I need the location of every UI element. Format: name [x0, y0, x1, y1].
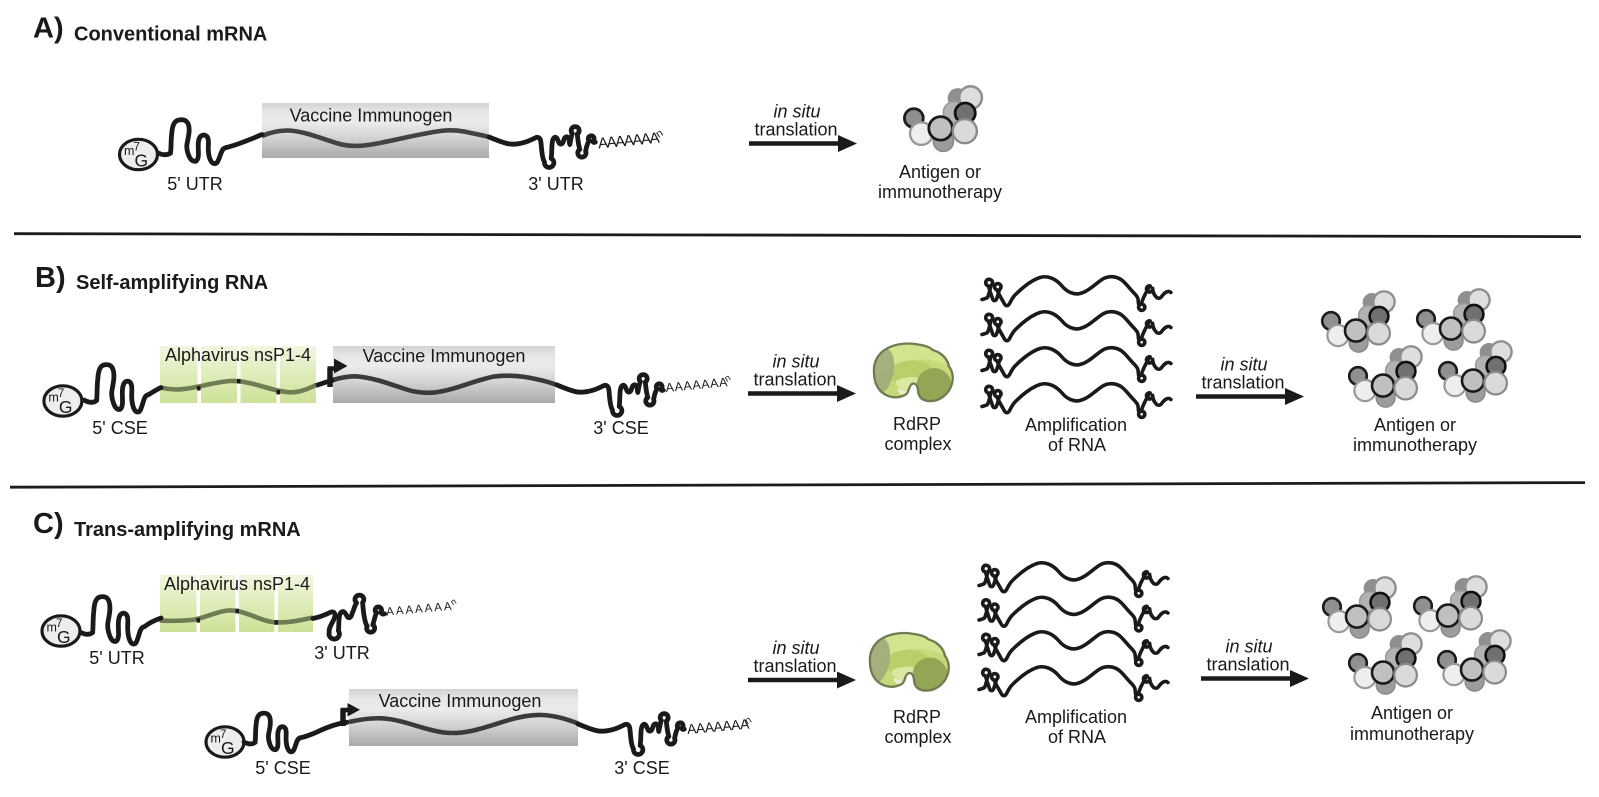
svg-text:n: n [743, 714, 755, 727]
svg-text:of RNA: of RNA [1048, 727, 1106, 747]
svg-text:Amplification: Amplification [1025, 707, 1127, 727]
svg-text:3' CSE: 3' CSE [593, 418, 648, 438]
svg-text:immunotherapy: immunotherapy [1350, 724, 1474, 744]
svg-text:5' CSE: 5' CSE [92, 418, 147, 438]
svg-text:RdRP: RdRP [893, 414, 941, 434]
svg-text:Alphavirus nsP1-4: Alphavirus nsP1-4 [164, 574, 310, 594]
svg-text:Alphavirus nsP1-4: Alphavirus nsP1-4 [165, 345, 311, 365]
svg-text:n: n [722, 373, 732, 385]
svg-text:5' UTR: 5' UTR [167, 174, 222, 194]
svg-text:Trans-amplifying mRNA: Trans-amplifying mRNA [74, 519, 301, 541]
svg-text:Amplification: Amplification [1025, 415, 1127, 435]
svg-text:5' UTR: 5' UTR [89, 648, 144, 668]
svg-text:complex: complex [884, 727, 951, 747]
svg-text:C): C) [33, 508, 64, 540]
svg-text:immunotherapy: immunotherapy [878, 182, 1002, 202]
svg-text:Vaccine Immunogen: Vaccine Immunogen [363, 346, 526, 366]
svg-text:Vaccine Immunogen: Vaccine Immunogen [379, 691, 542, 711]
svg-text:3' CSE: 3' CSE [614, 758, 669, 778]
svg-text:AAAAAAA: AAAAAAA [597, 130, 661, 153]
svg-text:Conventional mRNA: Conventional mRNA [74, 24, 267, 46]
svg-text:3' UTR: 3' UTR [314, 643, 369, 663]
svg-text:complex: complex [884, 434, 951, 454]
svg-text:Self-amplifying RNA: Self-amplifying RNA [76, 272, 268, 294]
svg-text:5' CSE: 5' CSE [255, 758, 310, 778]
svg-text:AAAAAAA: AAAAAAA [386, 600, 454, 619]
svg-text:immunotherapy: immunotherapy [1353, 435, 1477, 455]
svg-text:RdRP: RdRP [893, 707, 941, 727]
svg-text:Antigen or: Antigen or [1374, 415, 1456, 435]
svg-text:Vaccine Immunogen: Vaccine Immunogen [290, 106, 453, 126]
svg-text:B): B) [35, 262, 66, 294]
svg-text:AAAAAAA: AAAAAAA [665, 375, 729, 395]
svg-text:n: n [654, 127, 666, 140]
svg-text:Antigen or: Antigen or [1371, 703, 1453, 723]
svg-text:A): A) [33, 13, 64, 45]
svg-text:of RNA: of RNA [1048, 435, 1106, 455]
svg-text:n: n [449, 596, 459, 607]
svg-text:3' UTR: 3' UTR [528, 174, 583, 194]
svg-text:Antigen or: Antigen or [899, 162, 981, 182]
svg-text:AAAAAAA: AAAAAAA [686, 716, 750, 737]
